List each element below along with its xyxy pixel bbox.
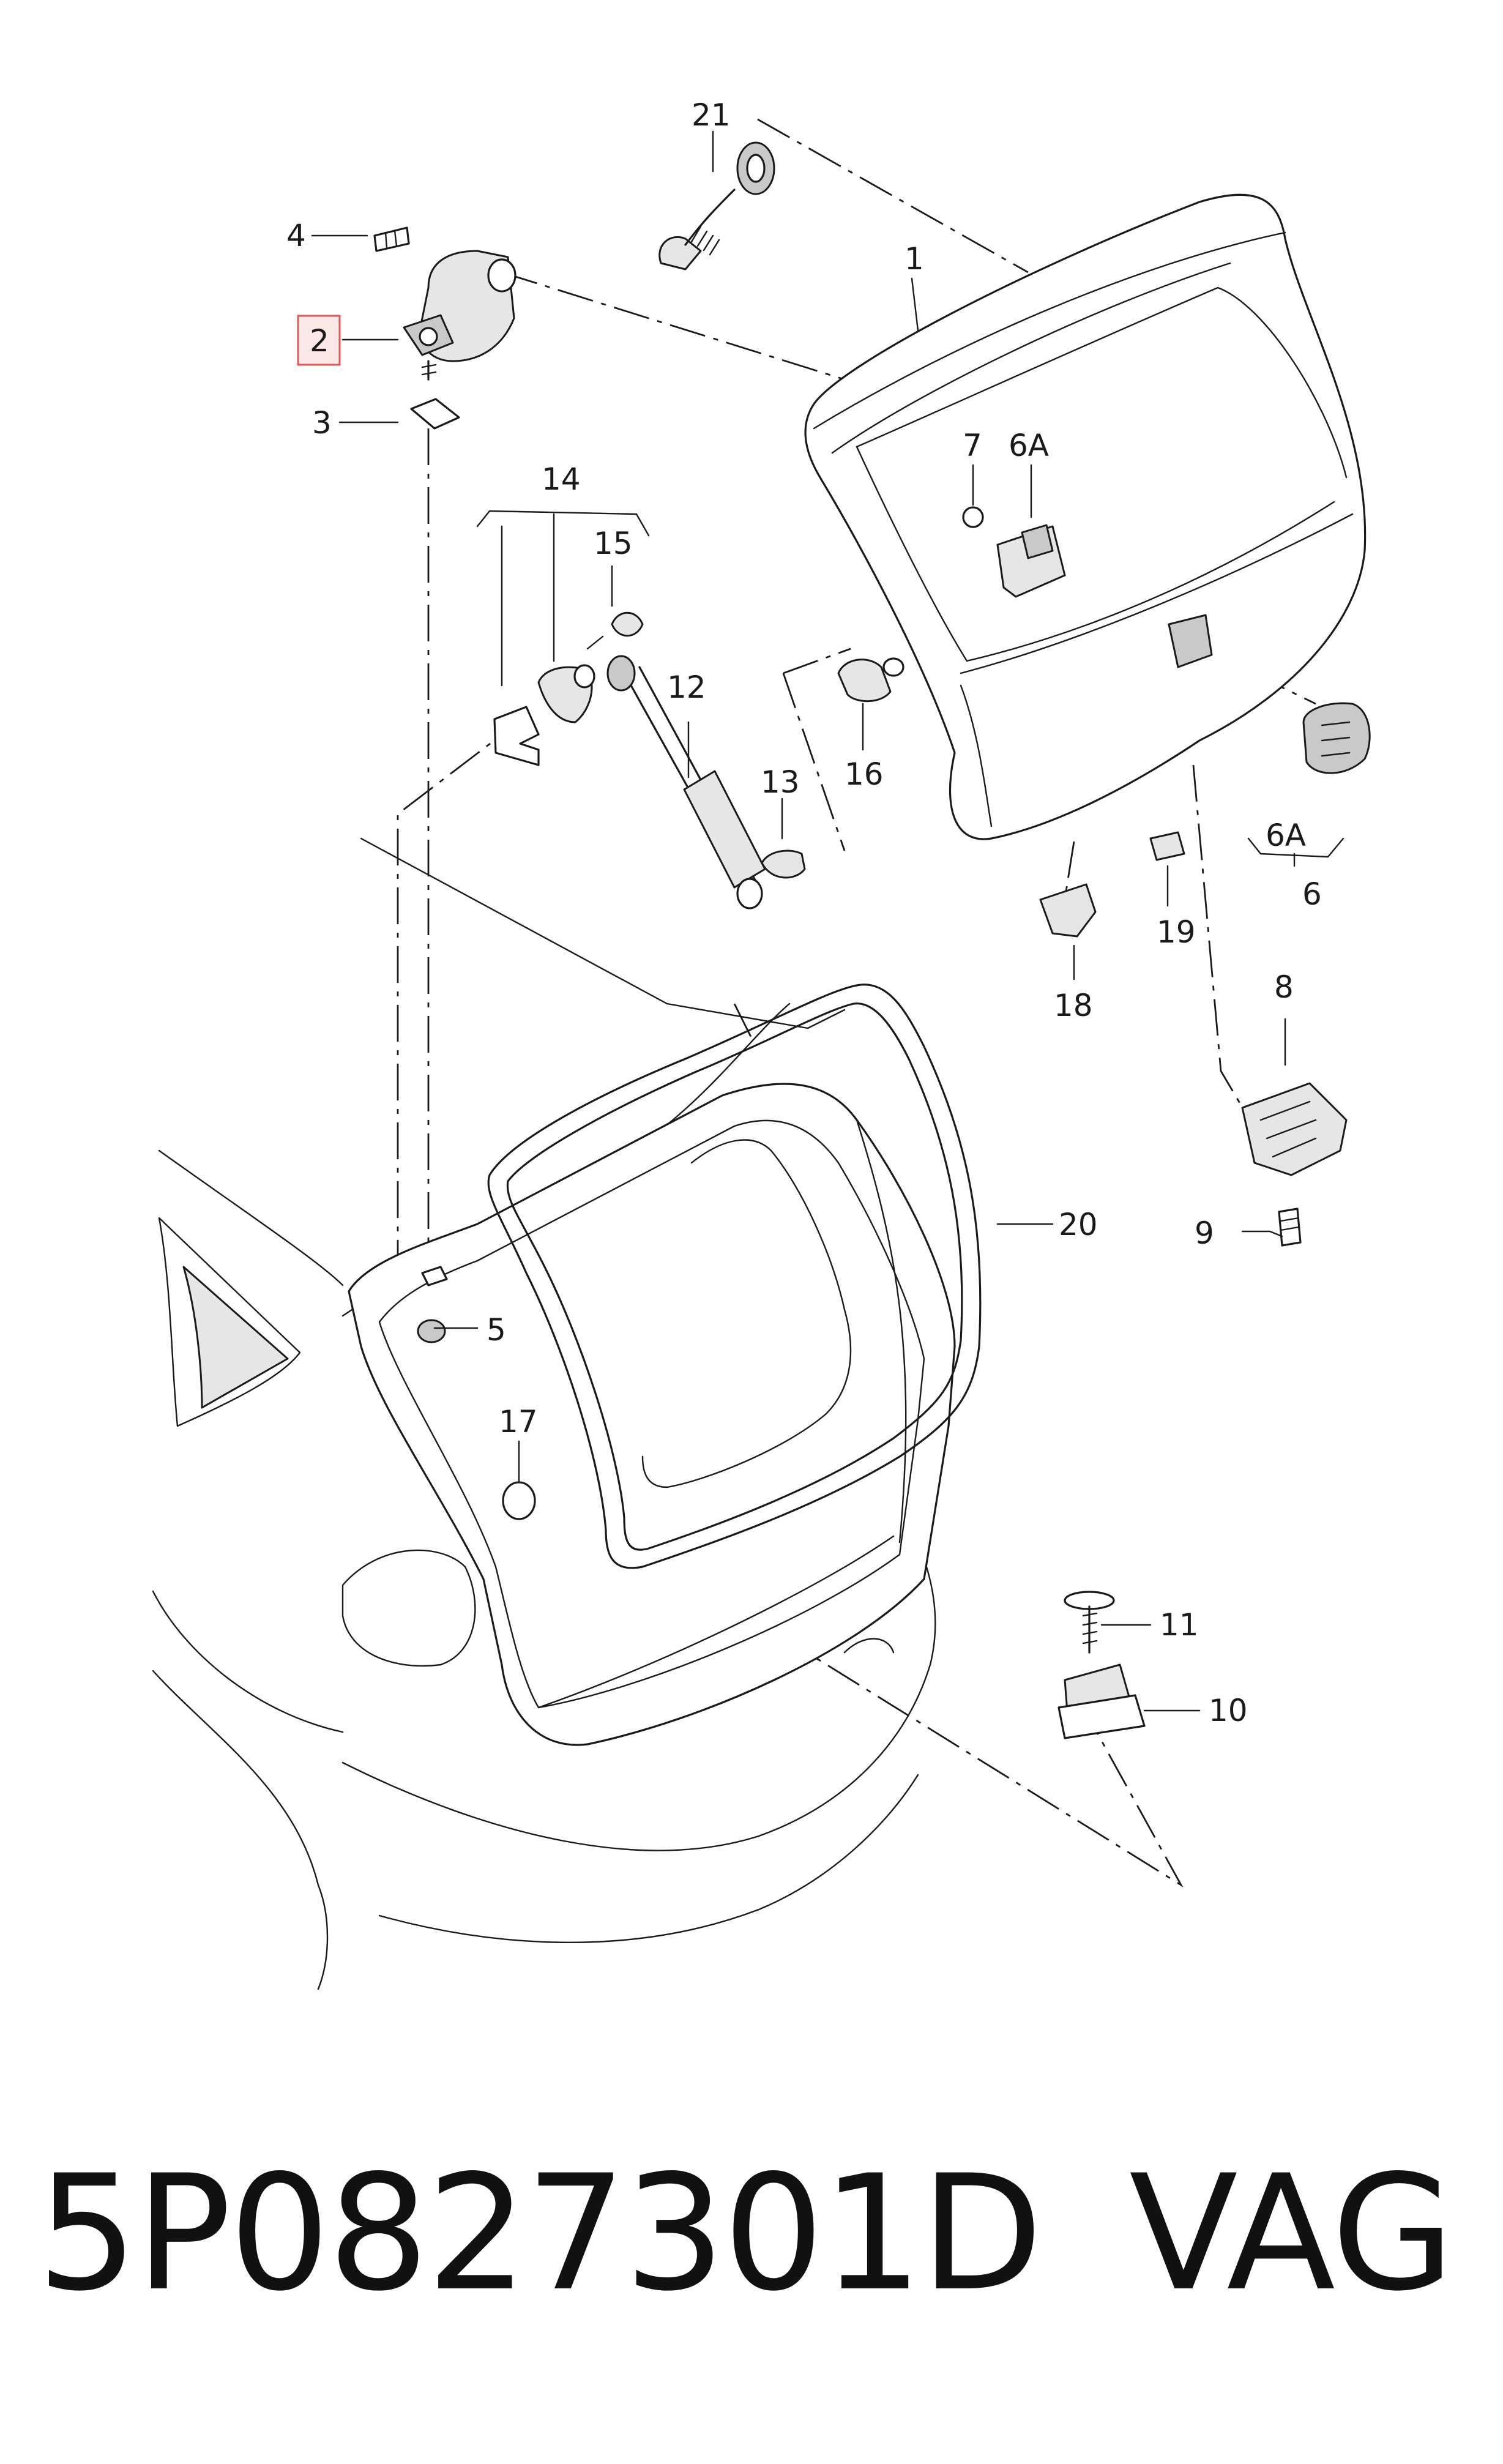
- callout-3: 3: [312, 405, 332, 441]
- callout-20: 20: [1059, 1207, 1098, 1242]
- part-14-bracket: [493, 611, 806, 879]
- vehicle-body: [152, 837, 956, 1990]
- part-2-hinge: [373, 226, 517, 430]
- highlighted-callout-box: [297, 315, 341, 366]
- callout-11: 11: [1160, 1607, 1199, 1643]
- callout-21: 21: [692, 97, 731, 133]
- callout-9: 9: [1195, 1215, 1214, 1251]
- callout-2: 2: [310, 323, 329, 359]
- callout-6: 6: [1302, 876, 1322, 912]
- callout-4: 4: [286, 218, 306, 253]
- callout-5: 5: [487, 1312, 506, 1348]
- part-6a-switch: [962, 506, 1371, 774]
- callout-17: 17: [499, 1404, 538, 1439]
- callout-6a-top: 6A: [1009, 428, 1049, 463]
- part-19-clip: [1149, 831, 1185, 861]
- callout-13: 13: [761, 764, 800, 800]
- callout-leaders: [311, 130, 1344, 1712]
- part-16-buffer: [837, 657, 904, 703]
- part-number: 5P0827301D: [37, 2141, 1043, 2326]
- part-18-lamp: [1039, 883, 1097, 938]
- part-8-lock: [1241, 1082, 1348, 1247]
- callout-12: 12: [667, 670, 706, 705]
- part-17-plug: [502, 1481, 536, 1520]
- callout-15: 15: [594, 526, 633, 561]
- brand-label: VAG: [1129, 2141, 1455, 2326]
- callout-8: 8: [1274, 969, 1294, 1005]
- callout-18: 18: [1054, 988, 1093, 1023]
- part-21-cable: [658, 141, 775, 271]
- part-10-striker: [1057, 1591, 1146, 1739]
- callout-1: 1: [904, 241, 924, 277]
- part-5-nut: [417, 1266, 448, 1343]
- weatherstrip-seal: [487, 984, 982, 1569]
- callout-14: 14: [542, 461, 581, 497]
- callout-6a-right: 6A: [1266, 818, 1306, 853]
- callout-19: 19: [1157, 914, 1196, 950]
- callout-labels: 21 1 4 2 3 14 15 12 13 16 7 6A 6A 6 19 1…: [286, 97, 1322, 1728]
- callout-16: 16: [845, 756, 884, 792]
- part-12-gas-strut: [606, 655, 766, 909]
- callout-10: 10: [1209, 1693, 1248, 1728]
- callout-7: 7: [963, 428, 982, 463]
- tailgate-assembly: [804, 193, 1367, 840]
